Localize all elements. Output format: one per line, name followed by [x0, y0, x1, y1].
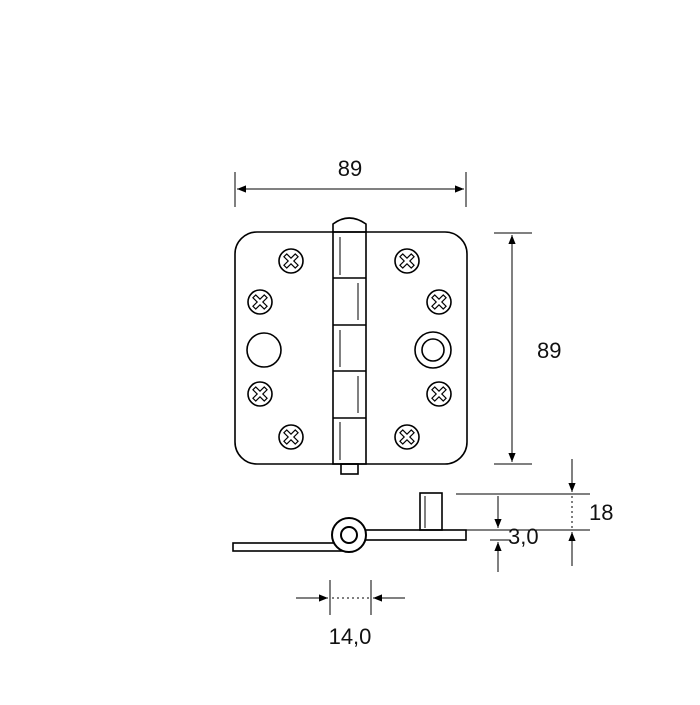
security-hole-left: [246, 332, 282, 368]
left-leaf-section: [232, 542, 348, 552]
dimension-label-knuckle: 14,0: [329, 624, 372, 649]
dimension-knuckle-diameter: 14,0: [296, 580, 405, 649]
dimension-label-side-height: 18: [589, 500, 613, 525]
hinge-front-view: [234, 217, 468, 475]
hinge-plate-outline: [234, 231, 468, 465]
right-leaf-section: [349, 529, 467, 541]
dimension-side-height: 18: [456, 459, 613, 566]
screw-hole-icon: [394, 248, 420, 274]
dimension-right-height: 89: [494, 232, 561, 465]
security-stud-right: [414, 331, 452, 369]
screw-hole-icon: [426, 289, 452, 315]
screw-hole-icon: [426, 381, 452, 407]
screw-hole-icon: [278, 424, 304, 450]
pin-head: [332, 217, 367, 232]
dimension-plate-thickness: 3,0: [490, 496, 539, 572]
pin-tip: [340, 463, 359, 475]
dimension-label-thickness: 3,0: [508, 524, 539, 549]
dimension-label-width: 89: [338, 156, 362, 181]
dimension-label-height: 89: [537, 338, 561, 363]
knuckle-barrel: [332, 231, 367, 465]
hinge-side-view: [232, 492, 467, 553]
screw-hole-icon: [278, 248, 304, 274]
security-stud-section: [419, 492, 443, 531]
dimension-top-width: 89: [234, 156, 467, 207]
screw-hole-icon: [247, 381, 273, 407]
screw-hole-icon: [247, 289, 273, 315]
screw-hole-icon: [394, 424, 420, 450]
